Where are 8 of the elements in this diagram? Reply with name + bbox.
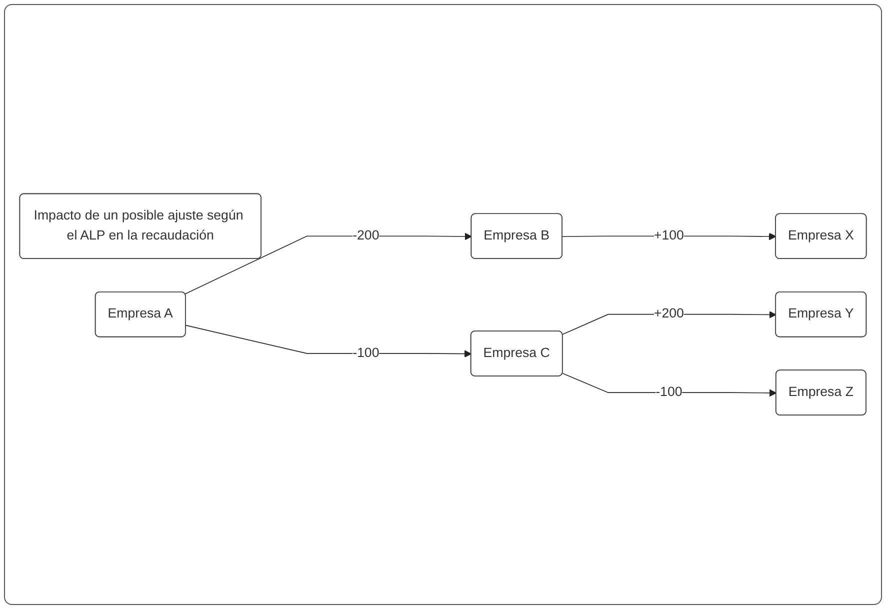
edge-label: +100	[654, 228, 684, 243]
arrow	[185, 325, 472, 358]
edge-label: -200	[352, 228, 380, 243]
arrow	[184, 232, 472, 295]
edge-label: -100	[656, 385, 682, 400]
edge-label: +200	[654, 306, 684, 322]
diagram-frame: -200 -100 +100 +200 -100 Impacto de un posible ajuste según el ALP en la recaudación Empresa A Empresa B Empresa C Empresa X Empresa Y Empresa Z	[4, 4, 882, 605]
edge-label: -100	[352, 346, 380, 360]
